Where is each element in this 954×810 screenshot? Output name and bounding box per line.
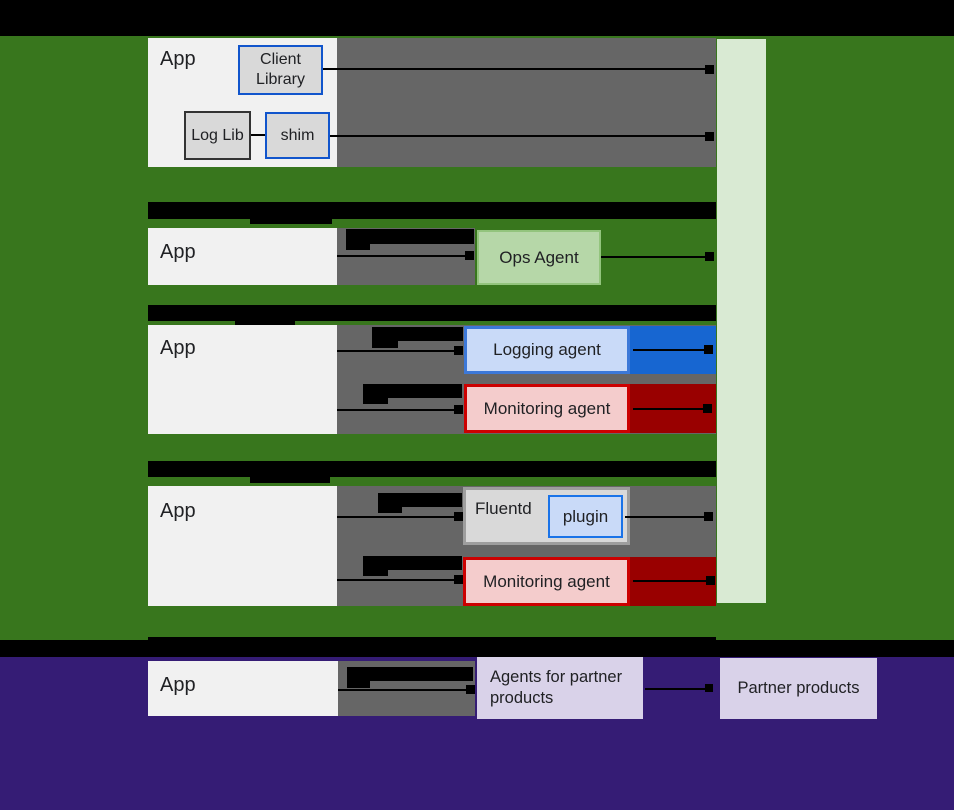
fluentd-arrow-head [704, 512, 713, 521]
row2-arrow-label-redaction-line2 [346, 244, 370, 250]
row4-fluentd-arrow-label-redaction-line2 [378, 507, 402, 513]
app-label: App [160, 674, 196, 696]
partner-products-box: Partner products [720, 658, 877, 719]
app-label: App [160, 48, 196, 70]
shim-label: shim [280, 126, 315, 144]
row2-app-box: App [148, 228, 337, 285]
row4-monitoring-arrow-label-redaction [363, 556, 462, 570]
row4-fluentd-app-arrow-head [454, 512, 463, 521]
section-label-redaction-a-line2 [250, 219, 332, 224]
monitoring-agent-box-2: Monitoring agent [463, 557, 630, 606]
observability-column [717, 39, 766, 603]
row1-gray-box [337, 38, 716, 167]
shim-arrow-line [330, 135, 707, 137]
partner-arrow-line [645, 688, 707, 690]
row3-logging-arrow-label-redaction-line2 [372, 341, 398, 348]
fluentd-box: Fluentd plugin [463, 487, 630, 545]
shim-arrow-head [705, 132, 714, 141]
row4-monitoring-app-arrow-head [454, 575, 463, 584]
partner-section-divider-band [0, 640, 954, 657]
client-library-label: Client Library [256, 51, 305, 88]
partner-products-label: Partner products [737, 679, 860, 698]
row3-logging-app-arrow-head [454, 346, 463, 355]
client-library-arrow-line [323, 68, 707, 70]
ops-agent-box: Ops Agent [477, 230, 601, 285]
title-redaction-bar [0, 0, 954, 36]
app-label: App [160, 337, 196, 359]
row3-monitoring-app-arrow-head [454, 405, 463, 414]
row2-app-arrow-line [337, 255, 466, 257]
fluentd-arrow-line [625, 516, 706, 518]
agents-for-partner-label: Agents for partner products [490, 668, 623, 707]
log-lib-box: Log Lib [184, 111, 251, 160]
ops-agent-arrow-head [705, 252, 714, 261]
monitoring-agent-arrow-line [633, 408, 707, 410]
monitoring-agent-box: Monitoring agent [464, 384, 630, 433]
row2-arrow-label-redaction [346, 229, 474, 244]
row3-logging-app-arrow-line [337, 350, 455, 352]
row4-monitoring-arrow-label-redaction-line2 [363, 570, 388, 576]
logging-agent-arrow-head [704, 345, 713, 354]
plugin-box: plugin [548, 495, 623, 538]
agents-for-partner-box: Agents for partner products [477, 657, 643, 719]
row5-arrow-label-redaction [347, 667, 473, 681]
shim-box: shim [265, 112, 330, 159]
app-label: App [160, 241, 196, 263]
section-label-redaction-b [148, 305, 716, 321]
loglib-shim-connector [251, 134, 265, 136]
row4-app-box: App [148, 486, 337, 606]
row4-fluentd-arrow-label-redaction [378, 493, 462, 507]
row4-fluentd-app-arrow-line [337, 516, 455, 518]
ops-agent-label: Ops Agent [499, 247, 579, 267]
section-label-redaction-c [148, 461, 716, 477]
row5-app-arrow-line [338, 689, 467, 691]
section-label-redaction-c-line2 [250, 477, 330, 483]
row5-app-box: App [148, 661, 338, 716]
monitoring-agent-arrow-head [703, 404, 712, 413]
logging-agent-arrow-line [633, 349, 707, 351]
client-library-arrow-head [705, 65, 714, 74]
row3-logging-arrow-label-redaction [372, 327, 463, 341]
row3-monitoring-app-arrow-line [337, 409, 455, 411]
section-label-redaction-b-line2 [235, 321, 295, 326]
monitoring-agent-label: Monitoring agent [483, 571, 610, 591]
monitoring-agent-label: Monitoring agent [483, 398, 611, 418]
section-label-redaction-a [148, 202, 716, 219]
row3-monitoring-arrow-label-redaction-line2 [363, 398, 388, 404]
ops-agent-arrow-line [601, 256, 707, 258]
monitoring-agent-arrow-line-2 [633, 580, 709, 582]
app-label: App [160, 500, 196, 522]
row3-monitoring-arrow-label-redaction [363, 384, 462, 398]
row2-app-arrow-head [465, 251, 474, 260]
row5-app-arrow-head [466, 685, 475, 694]
client-library-box: Client Library [238, 45, 323, 95]
log-lib-label: Log Lib [191, 126, 244, 144]
row5-arrow-label-redaction-line2 [347, 681, 370, 688]
plugin-label: plugin [562, 506, 609, 526]
monitoring-agent-arrow-head-2 [706, 576, 715, 585]
logging-agent-label: Logging agent [493, 340, 601, 360]
partner-arrow-head [705, 684, 713, 692]
fluentd-label: Fluentd [475, 499, 532, 518]
logging-agent-box: Logging agent [464, 326, 630, 374]
partner-section-label-redaction [148, 637, 716, 641]
row4-monitoring-app-arrow-line [337, 579, 455, 581]
row3-app-box: App [148, 325, 337, 434]
